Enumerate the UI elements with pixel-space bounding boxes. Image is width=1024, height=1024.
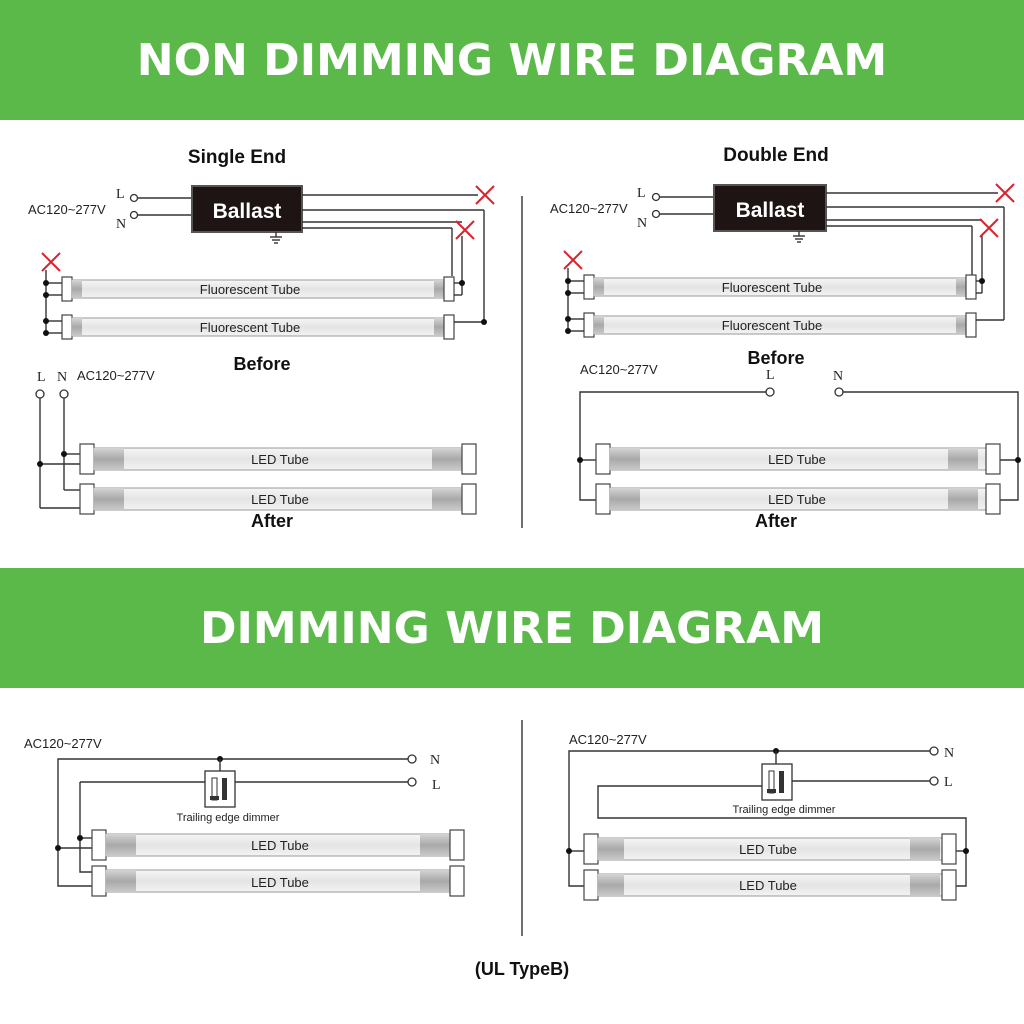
terminal-n <box>59 389 69 399</box>
fluorescent-tube-2: Fluorescent Tube <box>583 312 977 338</box>
ballast-box <box>191 185 303 233</box>
double-end-line-label: L <box>637 186 646 201</box>
ground-icon <box>270 232 282 244</box>
footer-ul-type: (UL TypeB) <box>475 959 569 979</box>
terminal-n <box>129 210 139 220</box>
tube-label: LED Tube <box>768 452 826 467</box>
single-end-diagram: Single End AC120~277V L N Ballast Fluore… <box>28 147 495 531</box>
led-tube-2: LED Tube <box>91 865 465 897</box>
led-tube-2: LED Tube <box>583 869 957 901</box>
dim-left-line-label: L <box>432 778 441 793</box>
dimmer-label: Trailing edge dimmer <box>733 804 836 816</box>
dim-right-voltage: AC120~277V <box>569 732 647 747</box>
dim-left-neutral-label: N <box>430 753 440 768</box>
single-after-neutral-label: N <box>57 370 67 385</box>
single-end-line-label: L <box>116 187 125 202</box>
dimming-right-diagram: AC120~277V N L Trailing edge dimmer LED … <box>566 732 969 901</box>
dim-left-voltage: AC120~277V <box>24 736 102 751</box>
single-end-before: Before <box>233 354 290 374</box>
single-after-voltage: AC120~277V <box>77 368 155 383</box>
ballast-label: Ballast <box>736 199 805 222</box>
terminal-n <box>651 209 661 219</box>
led-tube-1: LED Tube <box>79 443 477 475</box>
led-tube-1: LED Tube <box>91 829 465 861</box>
dimmer-switch <box>204 770 236 808</box>
tube-label: Fluorescent Tube <box>722 280 822 295</box>
tube-label: Fluorescent Tube <box>200 282 300 297</box>
terminal-l <box>651 192 661 202</box>
ballast-box <box>713 184 827 232</box>
dimmer-label: Trailing edge dimmer <box>177 812 280 824</box>
led-tube-1: LED Tube <box>583 833 957 865</box>
single-end-after: After <box>251 511 293 531</box>
dimmer-switch <box>761 763 793 801</box>
dimming-banner: DIMMING WIRE DIAGRAM <box>0 568 1024 688</box>
tube-label: LED Tube <box>251 492 309 507</box>
single-end-title: Single End <box>188 147 286 168</box>
fluorescent-tube-1: Fluorescent Tube <box>583 274 977 300</box>
tube-label: LED Tube <box>251 452 309 467</box>
double-end-title: Double End <box>723 145 829 166</box>
non-dimming-banner: NON DIMMING WIRE DIAGRAM <box>0 0 1024 120</box>
led-tube-2: LED Tube <box>595 483 1001 515</box>
double-end-neutral-label: N <box>637 216 647 231</box>
double-after-line-label: L <box>766 368 775 383</box>
tube-label: LED Tube <box>739 842 797 857</box>
double-after-neutral-label: N <box>833 369 843 384</box>
tube-label: LED Tube <box>768 492 826 507</box>
single-after-line-label: L <box>37 370 46 385</box>
terminal-n <box>834 387 844 397</box>
led-tube-1: LED Tube <box>595 443 1001 475</box>
terminal-l <box>35 389 45 399</box>
double-end-before: Before <box>747 348 804 368</box>
terminal-n <box>407 754 417 764</box>
fluorescent-tube-1: Fluorescent Tube <box>61 276 455 302</box>
led-tube-2: LED Tube <box>79 483 477 515</box>
double-end-diagram: Double End AC120~277V L N Ballast Fluore… <box>550 145 1021 531</box>
terminal-n <box>929 746 939 756</box>
double-end-voltage: AC120~277V <box>550 201 628 216</box>
single-end-voltage: AC120~277V <box>28 202 106 217</box>
ballast-label: Ballast <box>213 200 282 223</box>
dim-right-line-label: L <box>944 775 953 790</box>
tube-label: Fluorescent Tube <box>722 318 822 333</box>
tube-label: LED Tube <box>251 838 309 853</box>
double-end-after: After <box>755 511 797 531</box>
double-after-voltage: AC120~277V <box>580 362 658 377</box>
tube-label: LED Tube <box>251 875 309 890</box>
terminal-l <box>765 387 775 397</box>
fluorescent-tube-2: Fluorescent Tube <box>61 314 455 340</box>
dim-right-neutral-label: N <box>944 746 954 761</box>
terminal-l <box>129 193 139 203</box>
single-end-neutral-label: N <box>116 217 126 232</box>
terminal-l <box>407 777 417 787</box>
tube-label: Fluorescent Tube <box>200 320 300 335</box>
ground-icon <box>793 231 805 243</box>
tube-label: LED Tube <box>739 878 797 893</box>
terminal-l <box>929 776 939 786</box>
dimming-left-diagram: AC120~277V N L Trailing edge dimmer LED … <box>24 736 465 897</box>
